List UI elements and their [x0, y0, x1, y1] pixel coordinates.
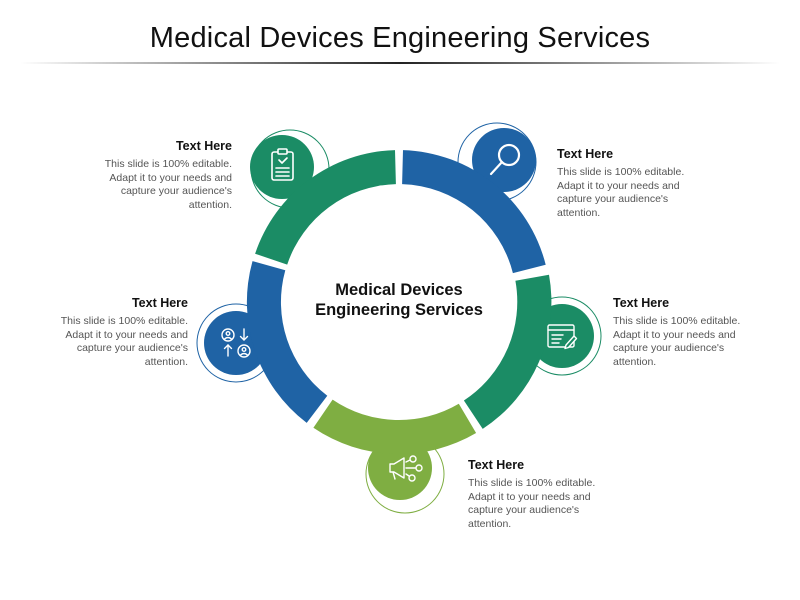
web-edit-icon — [547, 324, 578, 350]
callout-top-left: Text Here This slide is 100% editable. A… — [102, 139, 232, 212]
callout-heading: Text Here — [613, 296, 670, 310]
center-label: Medical Devices Engineering Services — [299, 280, 499, 320]
callout-heading: Text Here — [557, 147, 614, 161]
callout-heading: Text Here — [175, 139, 232, 153]
center-label-line-1: Medical Devices — [335, 281, 463, 299]
callout-body: This slide is 100% editable. Adapt it to… — [557, 166, 685, 219]
user-swap-icon — [221, 328, 251, 358]
magnifier-badge — [472, 128, 536, 192]
checklist-icon — [271, 148, 294, 181]
callout-bottom: Text Here This slide is 100% editable. A… — [468, 458, 598, 531]
ring-segment-top-left — [255, 150, 396, 265]
ring-segment-right — [463, 274, 552, 429]
callout-top-right: Text Here This slide is 100% editable. A… — [557, 147, 687, 220]
magnifier-icon — [489, 143, 521, 176]
callout-body: This slide is 100% editable. Adapt it to… — [468, 477, 596, 530]
callout-body: This slide is 100% editable. Adapt it to… — [60, 315, 188, 368]
callout-left: Text Here This slide is 100% editable. A… — [58, 296, 188, 369]
ring-segment-left — [246, 261, 328, 423]
callout-heading: Text Here — [468, 458, 525, 472]
page-title: Medical Devices Engineering Services — [149, 22, 651, 54]
callout-right: Text Here This slide is 100% editable. A… — [613, 296, 743, 369]
center-label-line-2: Engineering Services — [315, 301, 483, 319]
title-divider — [20, 62, 780, 64]
ring-segment-bottom — [313, 399, 477, 455]
callout-body: This slide is 100% editable. Adapt it to… — [613, 315, 741, 368]
ring-segment-top-right — [402, 150, 546, 274]
checklist-badge — [250, 135, 314, 199]
megaphone-icon — [389, 455, 423, 482]
callout-body: This slide is 100% editable. Adapt it to… — [104, 158, 232, 211]
callout-heading: Text Here — [131, 296, 188, 310]
